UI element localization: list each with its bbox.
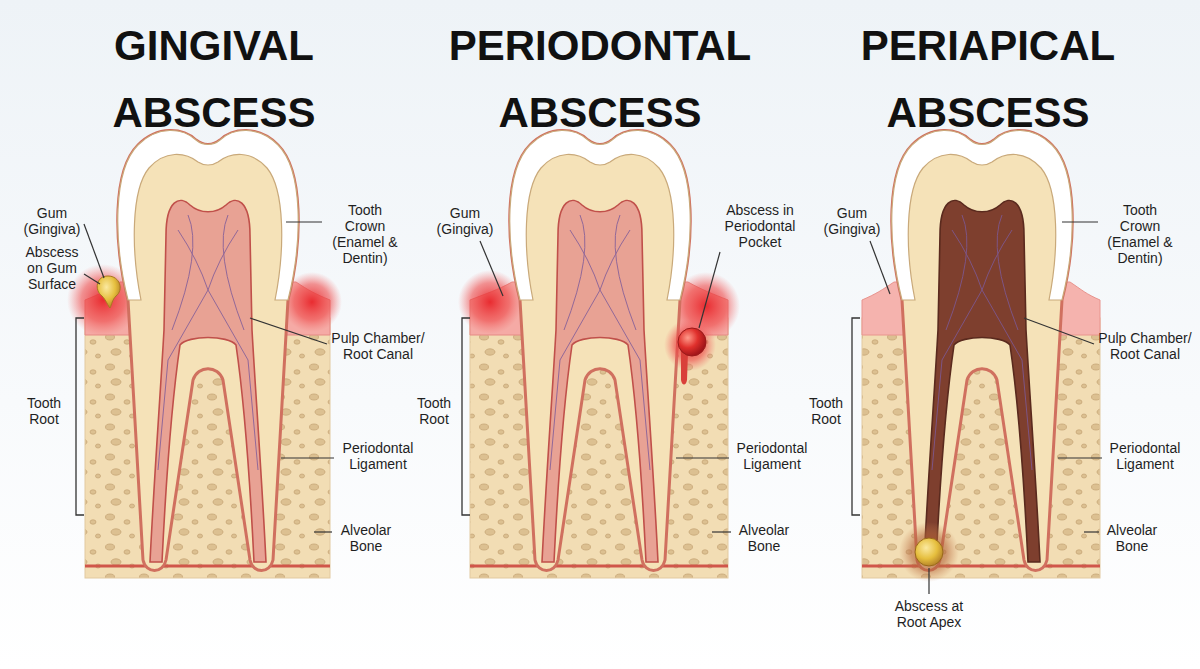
part-label: Gum (Gingiva): [434, 205, 496, 237]
leader-line: [281, 457, 334, 458]
part-label: Alveolar Bone: [734, 522, 794, 554]
abscess: [678, 328, 706, 356]
periapical-panel: [862, 130, 1100, 582]
part-label: Abscess at Root Apex: [891, 598, 967, 630]
part-label: Tooth Root: [21, 395, 67, 427]
part-label: Pulp Chamber/ Root Canal: [330, 330, 426, 362]
vessel: [470, 565, 728, 568]
leader-line: [1058, 457, 1102, 458]
part-label: Pulp Chamber/ Root Canal: [1097, 330, 1193, 362]
leader-line: [84, 224, 104, 278]
root-bracket: [852, 318, 860, 515]
part-label: Periodontal Ligament: [1105, 440, 1185, 472]
part-label: Gum (Gingiva): [21, 205, 83, 237]
pulp: [542, 200, 658, 562]
nerves: [550, 215, 650, 470]
part-label: Tooth Crown (Enamel & Dentin): [1101, 202, 1179, 266]
leader-line: [480, 241, 503, 296]
leader-line: [928, 568, 929, 594]
part-label: Gum (Gingiva): [821, 205, 883, 237]
leader-line: [1062, 221, 1098, 222]
part-label: Periodontal Ligament: [732, 440, 812, 472]
part-label: Tooth Root: [411, 395, 457, 427]
leader-line: [286, 221, 322, 222]
leader-line: [1084, 531, 1099, 532]
tooth: [510, 130, 690, 570]
infected-pulp: [924, 200, 1040, 562]
panel-heading: PERIAPICAL ABSCESS: [823, 12, 1153, 146]
root-bracket: [462, 318, 470, 515]
panel-heading: PERIODONTAL ABSCESS: [435, 12, 765, 146]
pulp: [150, 200, 266, 562]
inflammation: [664, 319, 716, 371]
tooth: [892, 130, 1072, 570]
part-label: Abscess on Gum Surface: [23, 244, 81, 292]
part-label: Tooth Root: [803, 395, 849, 427]
part-label: Alveolar Bone: [336, 522, 396, 554]
abscess: [915, 538, 943, 566]
part-label: Periodontal Ligament: [338, 440, 418, 472]
panel-heading: GINGIVAL ABSCESS: [49, 12, 379, 146]
abscess: [97, 276, 120, 308]
part-label: Abscess in Periodontal Pocket: [720, 202, 800, 250]
leader-line: [712, 531, 731, 532]
leader-line: [84, 274, 100, 284]
leader-line: [699, 252, 720, 328]
root-bracket: [76, 318, 84, 515]
tooth: [118, 130, 298, 570]
leader-line: [1024, 318, 1094, 344]
gingival-panel: [67, 130, 342, 578]
leader-line: [870, 241, 890, 294]
part-label: Alveolar Bone: [1102, 522, 1162, 554]
inflamed-gum: [458, 270, 522, 334]
leader-line: [314, 531, 332, 532]
nerves: [158, 215, 258, 470]
vessel: [862, 565, 1100, 568]
part-label: Tooth Crown (Enamel & Dentin): [326, 202, 404, 266]
nerves: [932, 215, 1032, 470]
leader-line: [676, 457, 729, 458]
leader-line: [250, 318, 327, 344]
vessel: [85, 565, 330, 568]
periodontal-panel: [458, 130, 740, 578]
